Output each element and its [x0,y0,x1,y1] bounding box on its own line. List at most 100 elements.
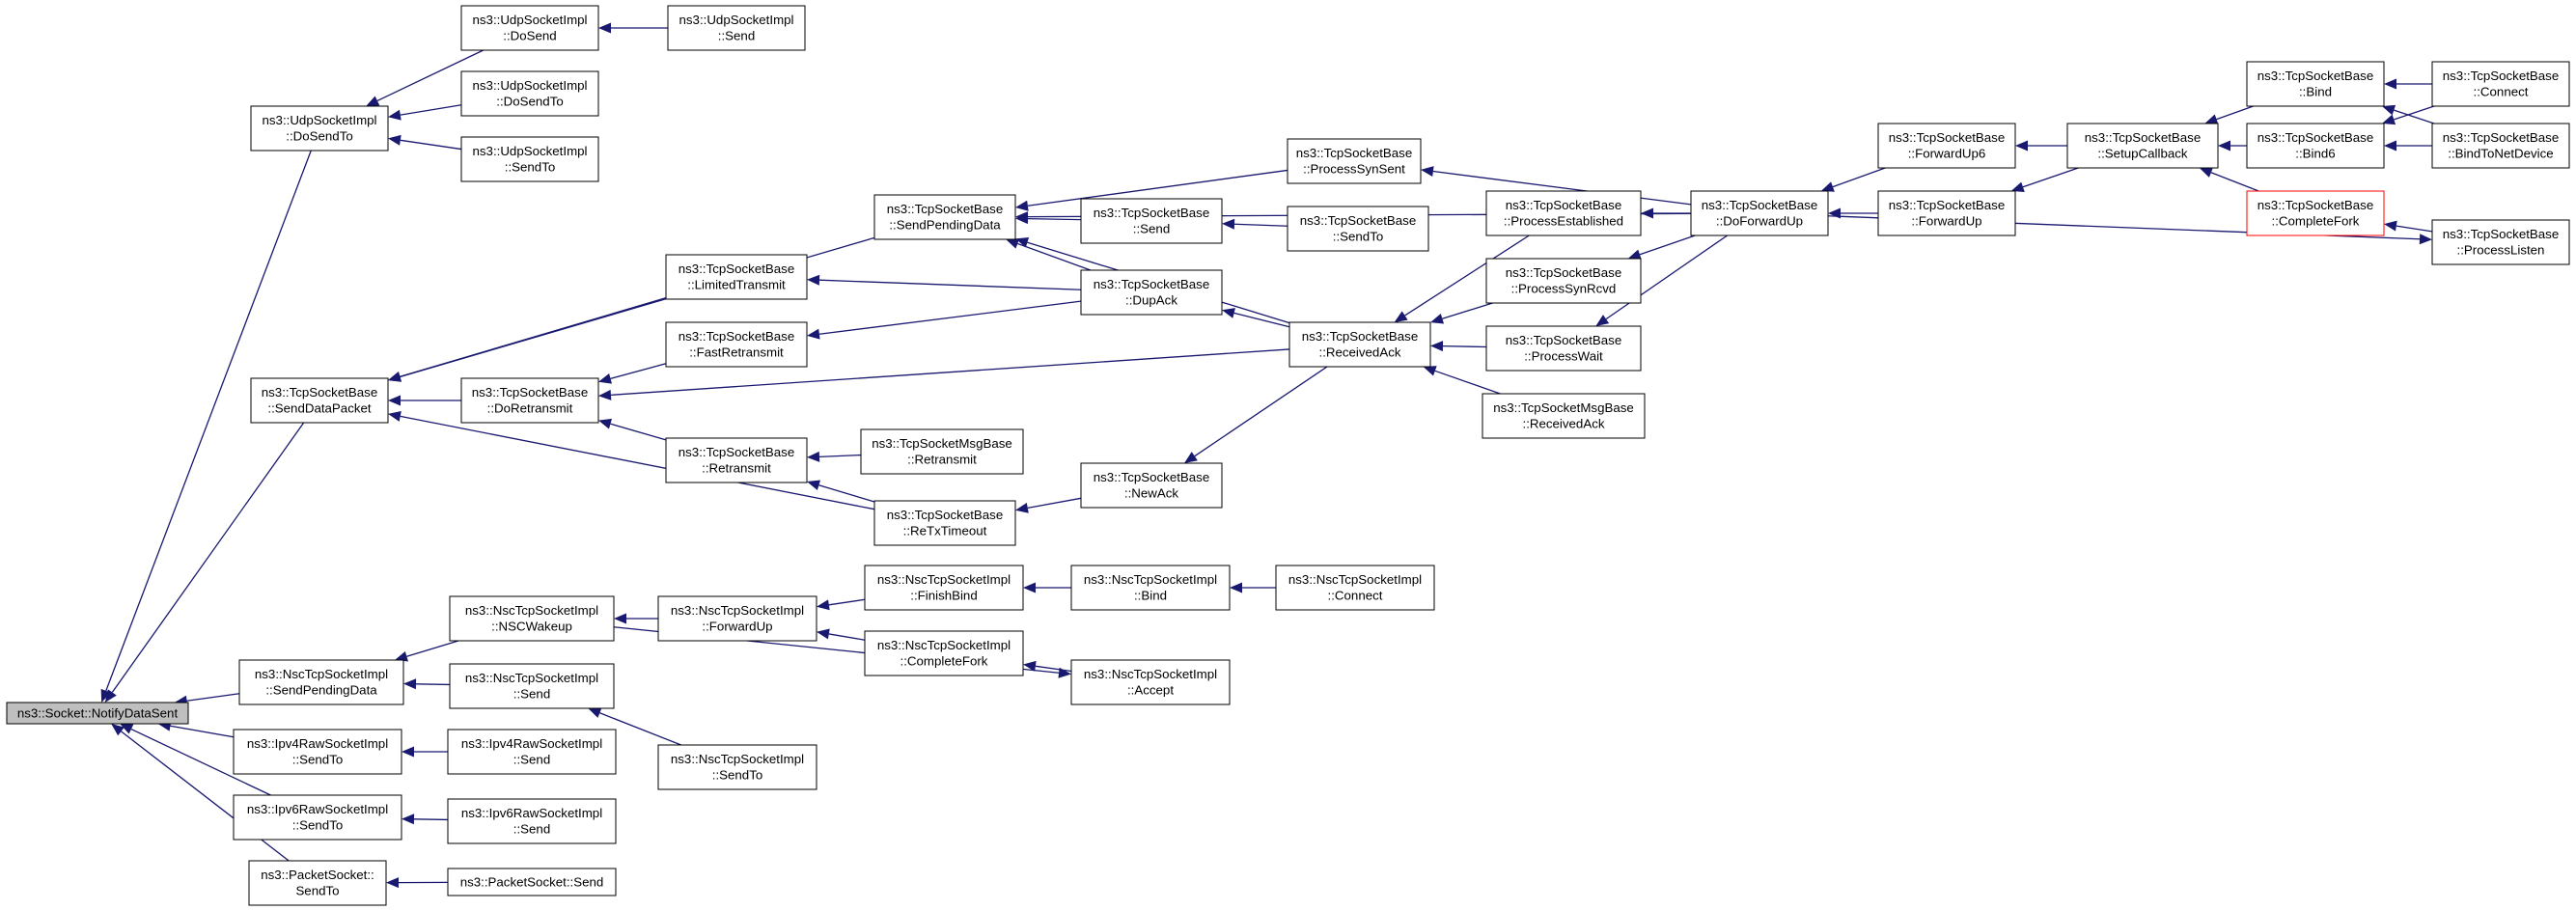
node-nsc-completefork[interactable]: ns3::NscTcpSocketImpl::CompleteFork [864,630,1024,676]
node-label: ns3::NscTcpSocketImpl [877,572,1011,587]
node-tcp-retxtimeout[interactable]: ns3::TcpSocketBase::ReTxTimeout [873,500,1016,546]
node-tcp-processwait[interactable]: ns3::TcpSocketBase::ProcessWait [1485,325,1642,372]
node-tcp-processsynsent[interactable]: ns3::TcpSocketBase::ProcessSynSent [1287,138,1422,184]
arrowhead-icon [1820,181,1835,192]
node-tcp-processsynrcvd[interactable]: ns3::TcpSocketBase::ProcessSynRcvd [1485,258,1642,304]
node-root: ns3::Socket::NotifyDataSent [6,702,189,725]
node-label: ns3::PacketSocket::Send [460,874,604,889]
call-edge-tcp_fastretransmit-to-tcp_doretransmit [598,363,667,384]
node-nsc-connect[interactable]: ns3::NscTcpSocketImpl::Connect [1275,565,1435,611]
call-edge-tcp_bindtonetdevice-to-tcp_bind6 [2384,140,2432,152]
nodes-layer: ns3::Socket::NotifyDataSent ns3::UdpSocke… [6,5,2570,906]
node-ipv4-sendto[interactable]: ns3::Ipv4RawSocketImpl::SendTo [233,729,402,775]
arrowhead-icon [2382,114,2396,125]
node-tcp-retransmit[interactable]: ns3::TcpSocketBase::Retransmit [665,437,808,483]
node-box [460,70,599,117]
node-tcp-processestablished[interactable]: ns3::TcpSocketBase::ProcessEstablished [1485,190,1642,236]
node-label: ::ForwardUp6 [1908,147,1986,161]
node-udp-dosendto2[interactable]: ns3::UdpSocketImpl::DoSendTo [460,70,599,117]
arrowhead-icon [2384,78,2396,90]
call-edge-tcp_bindtonetdevice-to-tcp_bind [2382,104,2435,124]
node-pkt-sendto[interactable]: ns3::PacketSocket::SendTo [248,860,387,906]
node-label: ::DoSendTo [496,95,563,109]
arrowhead-icon [2419,234,2432,245]
arrowhead-icon [598,389,612,400]
node-label: ::Retransmit [907,453,977,467]
arrowhead-icon [1430,341,1444,352]
arrowhead-icon [2384,220,2397,232]
call-edge-tcp_doretransmit-to-tcp_senddatapacket [388,395,461,406]
node-nsc-finishbind[interactable]: ns3::NscTcpSocketImpl::FinishBind [864,565,1024,611]
node-box [447,868,617,896]
node-nsc-nscwakeup[interactable]: ns3::NscTcpSocketImpl::NSCWakeup [449,595,615,642]
node-label: ::FinishBind [910,589,977,603]
call-edge-tcp_senddatapacket-to-root [104,422,305,703]
arrowhead-icon [2218,140,2230,152]
call-edge-nsc_connect-to-nsc_bind [1230,582,1276,593]
edge-line [105,150,312,692]
node-udp-sendto[interactable]: ns3::UdpSocketImpl::SendTo [460,136,599,182]
node-tcp-dupack[interactable]: ns3::TcpSocketBase::DupAck [1080,269,1223,316]
node-tcp-receivedack[interactable]: ns3::TcpSocketBase::ReceivedAck [1288,321,1431,368]
call-edge-tcp_processwait-to-tcp_receivedack [1430,341,1487,352]
node-nsc-bind[interactable]: ns3::NscTcpSocketImpl::Bind [1070,565,1231,611]
arrowhead-icon [1015,211,1029,223]
node-nsc-sendto[interactable]: ns3::NscTcpSocketImpl::SendTo [657,744,817,790]
node-tcp-doforwardup[interactable]: ns3::TcpSocketBase::DoForwardUp [1690,190,1829,236]
node-label: ::SendTo [505,160,556,175]
call-edge-tcp_connect-to-tcp_bind [2384,78,2432,90]
node-label: ::ProcessSynSent [1303,162,1405,177]
arrowhead-icon [588,707,602,718]
node-label: ::FastRetransmit [689,345,784,360]
edge-line [1432,170,1692,206]
node-ipv6-send[interactable]: ns3::Ipv6RawSocketImpl::Send [447,798,617,844]
call-edge-tcp_retxtimeout-to-tcp_senddatapacket [388,411,875,510]
node-udp-dosend[interactable]: ns3::UdpSocketImpl::DoSend [460,5,599,51]
node-tcp-processlisten[interactable]: ns3::TcpSocketBase::ProcessListen [2431,219,2570,265]
node-label: ns3::TcpSocketBase [679,329,794,344]
node-box [1485,325,1642,372]
node-tcp-sendto[interactable]: ns3::TcpSocketBase::SendTo [1287,206,1429,252]
call-edge-ipv6_sendto-to-root [120,724,271,796]
node-tcpmsg-receivedack[interactable]: ns3::TcpSocketMsgBase::ReceivedAck [1482,393,1646,439]
node-box [657,744,817,790]
node-tcp-connect[interactable]: ns3::TcpSocketBase::Connect [2431,61,2570,107]
node-tcp-senddatapacket[interactable]: ns3::TcpSocketBase::SendDataPacket [250,377,389,424]
node-tcp-setupcallback[interactable]: ns3::TcpSocketBase::SetupCallback [2066,123,2219,169]
node-nsc-accept[interactable]: ns3::NscTcpSocketImpl::Accept [1070,659,1231,705]
node-label: ::DoSendTo [286,129,352,144]
call-edge-tcp_dupack-to-tcp_sendpendingdata [1006,238,1092,271]
edge-line [2394,109,2435,124]
node-tcp-bindtonetdevice[interactable]: ns3::TcpSocketBase::BindToNetDevice [2431,123,2570,169]
node-pkt-send[interactable]: ns3::PacketSocket::Send [447,868,617,896]
node-nsc-send[interactable]: ns3::NscTcpSocketImpl::Send [449,663,615,709]
node-tcp-send[interactable]: ns3::TcpSocketBase::Send [1080,198,1223,244]
node-label: ns3::TcpSocketBase [2085,130,2201,145]
node-tcp-sendpendingdata[interactable]: ns3::TcpSocketBase::SendPendingData [873,194,1016,240]
node-tcp-bind[interactable]: ns3::TcpSocketBase::Bind [2246,61,2385,107]
arrowhead-icon [104,689,117,703]
arrowhead-icon [111,724,125,736]
node-tcp-limitedtransmit[interactable]: ns3::TcpSocketBase::LimitedTransmit [665,254,808,300]
node-tcp-bind6[interactable]: ns3::TcpSocketBase::Bind6 [2246,123,2385,169]
node-tcpmsg-retransmit[interactable]: ns3::TcpSocketMsgBase::Retransmit [860,428,1024,475]
node-tcp-completefork[interactable]: ns3::TcpSocketBase::CompleteFork [2246,190,2385,236]
node-nsc-forwardup[interactable]: ns3::NscTcpSocketImpl::ForwardUp [657,595,817,642]
node-tcp-forwardup6[interactable]: ns3::TcpSocketBase::ForwardUp6 [1877,123,2016,169]
call-edge-udp_dosendto2-to-udp_dosendto [388,104,462,121]
node-ipv4-send[interactable]: ns3::Ipv4RawSocketImpl::Send [447,729,617,775]
node-tcp-fastretransmit[interactable]: ns3::TcpSocketBase::FastRetransmit [665,321,808,368]
node-label: ::Bind6 [2295,147,2335,161]
edge-line [376,49,485,101]
node-nsc-sendpendingdata[interactable]: ns3::NscTcpSocketImpl::SendPendingData [238,659,404,705]
node-label: ns3::TcpSocketBase [2443,130,2559,145]
edge-line [130,728,271,796]
node-box [233,729,402,775]
node-tcp-doretransmit[interactable]: ns3::TcpSocketBase::DoRetransmit [460,377,599,424]
node-udp-dosendto[interactable]: ns3::UdpSocketImpl::DoSendTo [250,105,389,152]
node-udp-send[interactable]: ns3::UdpSocketImpl::Send [667,5,806,51]
node-label: ns3::Socket::NotifyDataSent [17,705,179,720]
node-ipv6-sendto[interactable]: ns3::Ipv6RawSocketImpl::SendTo [233,794,402,841]
node-tcp-newack[interactable]: ns3::TcpSocketBase::NewAck [1080,462,1223,509]
node-tcp-forwardup[interactable]: ns3::TcpSocketBase::ForwardUp [1877,190,2016,236]
